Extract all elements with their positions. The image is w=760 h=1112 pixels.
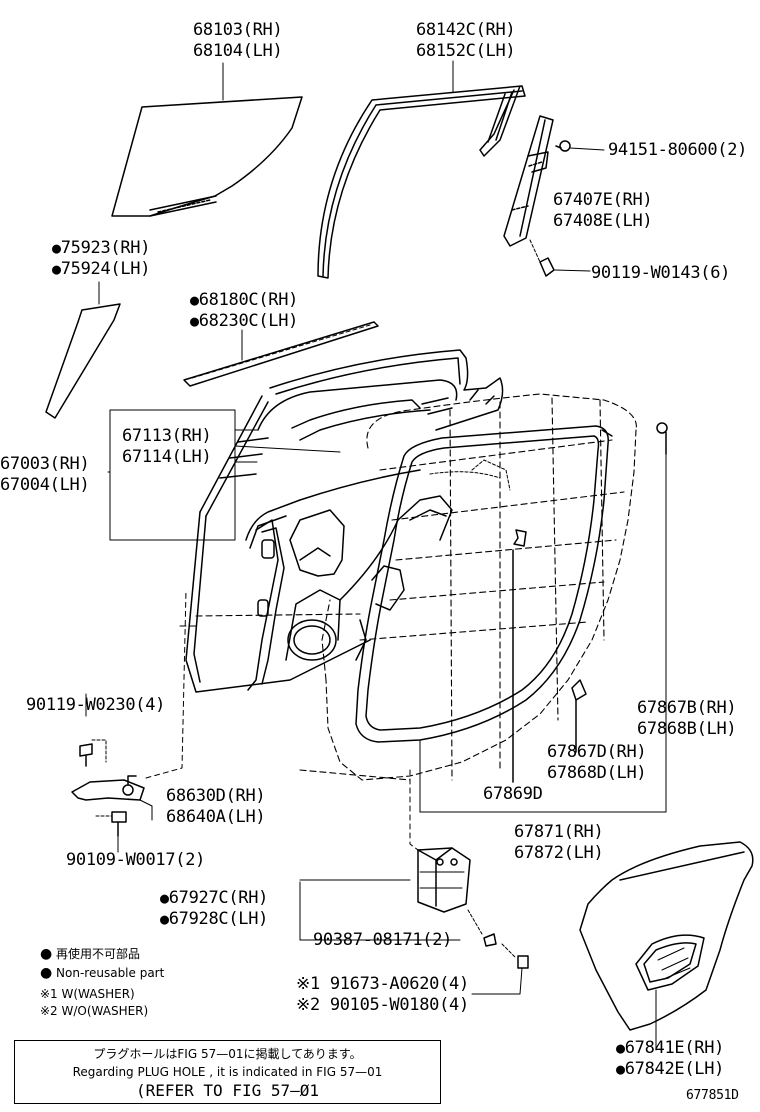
label-screws: ※1 91673-A0620(4) ※2 90105-W0180(4) xyxy=(296,974,469,1015)
pillar-garnish-drawing xyxy=(45,281,121,419)
bracket-drawing xyxy=(299,769,529,995)
trim-panel-drawing xyxy=(579,841,754,1051)
label-division-bar: 67407E(RH) 67408E(LH) xyxy=(553,190,653,231)
label-pillar-garnish: 75923(RH) 75924(LH) xyxy=(52,238,151,280)
division-bar-drawing xyxy=(503,115,605,277)
inner-panel-outline xyxy=(179,393,637,781)
label-bracket: 67927C(RH) 67928C(LH) xyxy=(160,888,269,930)
label-weatherstrip-main: 67871(RH) 67872(LH) xyxy=(514,822,604,863)
label-screw-division-bar: 90119-W0143(6) xyxy=(591,263,731,283)
door-weatherstrip-drawing xyxy=(355,422,668,813)
note-line-jp: プラグホールはFIG 57—01に掲載してあります。 xyxy=(93,1047,362,1061)
legend-no-washer: ※2 W/O(WASHER) xyxy=(40,1004,149,1018)
label-screw-check: 90119-W0230(4) xyxy=(26,695,166,715)
belt-weatherstrip-drawing xyxy=(183,321,379,387)
label-door-panel-outer: 67003(RH) 67004(LH) xyxy=(0,454,90,495)
legend-jp: ● 再使用不可部品 xyxy=(40,946,141,962)
run-channel-drawing xyxy=(317,60,526,279)
door-panel-drawing xyxy=(107,349,504,693)
label-belt-weatherstrip: 68180C(RH) 68230C(LH) xyxy=(190,290,299,332)
note-line-en: Regarding PLUG HOLE , it is indicated in… xyxy=(72,1065,383,1079)
plug-hole-note: プラグホールはFIG 57—01に掲載してあります。 Regarding PLU… xyxy=(14,1040,441,1104)
legend: ● 再使用不可部品 ● Non-reusable part ※1 W(WASHE… xyxy=(40,946,164,1020)
door-glass-drawing xyxy=(111,62,303,217)
figure-number: 677851D xyxy=(686,1088,739,1103)
label-clip: 67869D xyxy=(483,784,543,804)
label-door-check: 68630D(RH) 68640A(LH) xyxy=(166,786,266,827)
label-run-channel: 68142C(RH) 68152C(LH) xyxy=(416,20,516,61)
label-glass: 68103(RH) 68104(LH) xyxy=(193,20,283,61)
legend-washer: ※1 W(WASHER) xyxy=(40,987,135,1001)
legend-en: ● Non-reusable part xyxy=(40,965,165,981)
door-check-drawing xyxy=(71,589,187,853)
label-door-panel-inner: 67113(RH) 67114(LH) xyxy=(122,426,212,467)
label-weatherstrip-d: 67867D(RH) 67868D(LH) xyxy=(547,742,647,783)
label-trim-panel: 67841E(RH) 67842E(LH) xyxy=(616,1038,725,1080)
label-bolt-top: 94151-80600(2) xyxy=(608,140,748,160)
label-bolt-check: 90109-W0017(2) xyxy=(66,850,206,870)
note-line-refer: (REFER TO FIG 57—Ø1 xyxy=(135,1081,320,1100)
label-weatherstrip-outer: 67867B(RH) 67868B(LH) xyxy=(637,698,737,739)
label-nut: 90387-08171(2) xyxy=(313,930,453,950)
